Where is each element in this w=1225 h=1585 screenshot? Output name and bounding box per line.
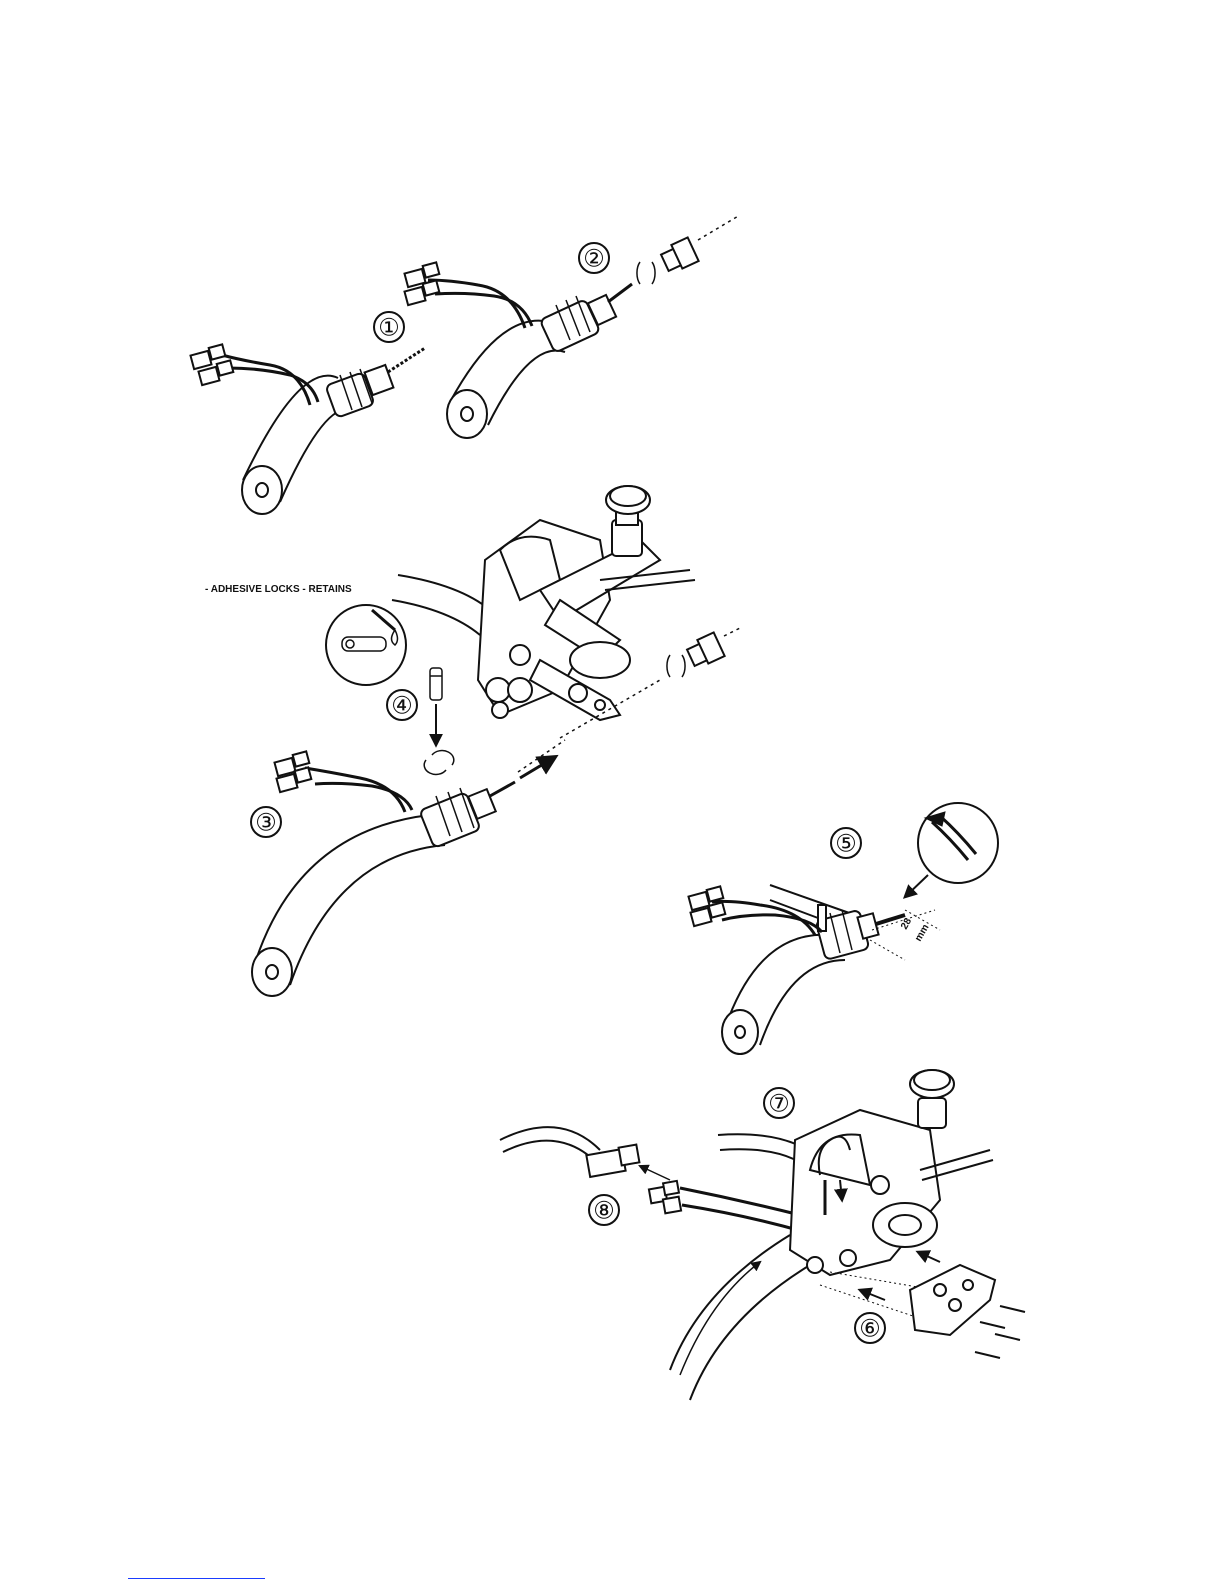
svg-text:⑤: ⑤ [835, 831, 857, 858]
step-5-marker: ⑤ [831, 828, 861, 858]
step-6-marker: ⑥ [855, 1313, 885, 1343]
step-2-marker: ② [579, 243, 609, 273]
svg-text:⑧: ⑧ [593, 1198, 615, 1225]
svg-text:④: ④ [391, 693, 413, 720]
svg-text:mm: mm [913, 923, 931, 944]
svg-text:③: ③ [255, 810, 277, 837]
step-3-marker: ③ [251, 807, 281, 837]
svg-text:⑦: ⑦ [768, 1091, 790, 1118]
step-5-cable-assembly [688, 885, 940, 1054]
footer-rule [128, 1578, 265, 1579]
step-2-cable-assembly [404, 215, 740, 438]
step-1-marker: ① [374, 312, 404, 342]
svg-text:②: ② [583, 246, 605, 273]
feeder-mechanism-upper [392, 486, 740, 738]
svg-text:- ADHESIVE LOCKS - RETAINS: - ADHESIVE LOCKS - RETAINS [205, 584, 352, 595]
svg-text:28: 28 [899, 916, 914, 932]
pliers-callout [905, 803, 998, 897]
step-4-marker: ④ [387, 690, 417, 720]
adhesive-callout: - ADHESIVE LOCKS - RETAINS [205, 584, 406, 685]
step-4-insert [424, 668, 454, 774]
dimension-label: 28 mm [899, 916, 931, 944]
svg-text:⑥: ⑥ [859, 1316, 881, 1343]
final-assembly [500, 1070, 1025, 1400]
step-8-marker: ⑧ [589, 1195, 619, 1225]
svg-text:①: ① [378, 315, 400, 342]
step-1-cable-assembly [190, 344, 425, 514]
step-7-marker: ⑦ [764, 1088, 794, 1118]
step-3-cable-assembly [252, 740, 565, 996]
